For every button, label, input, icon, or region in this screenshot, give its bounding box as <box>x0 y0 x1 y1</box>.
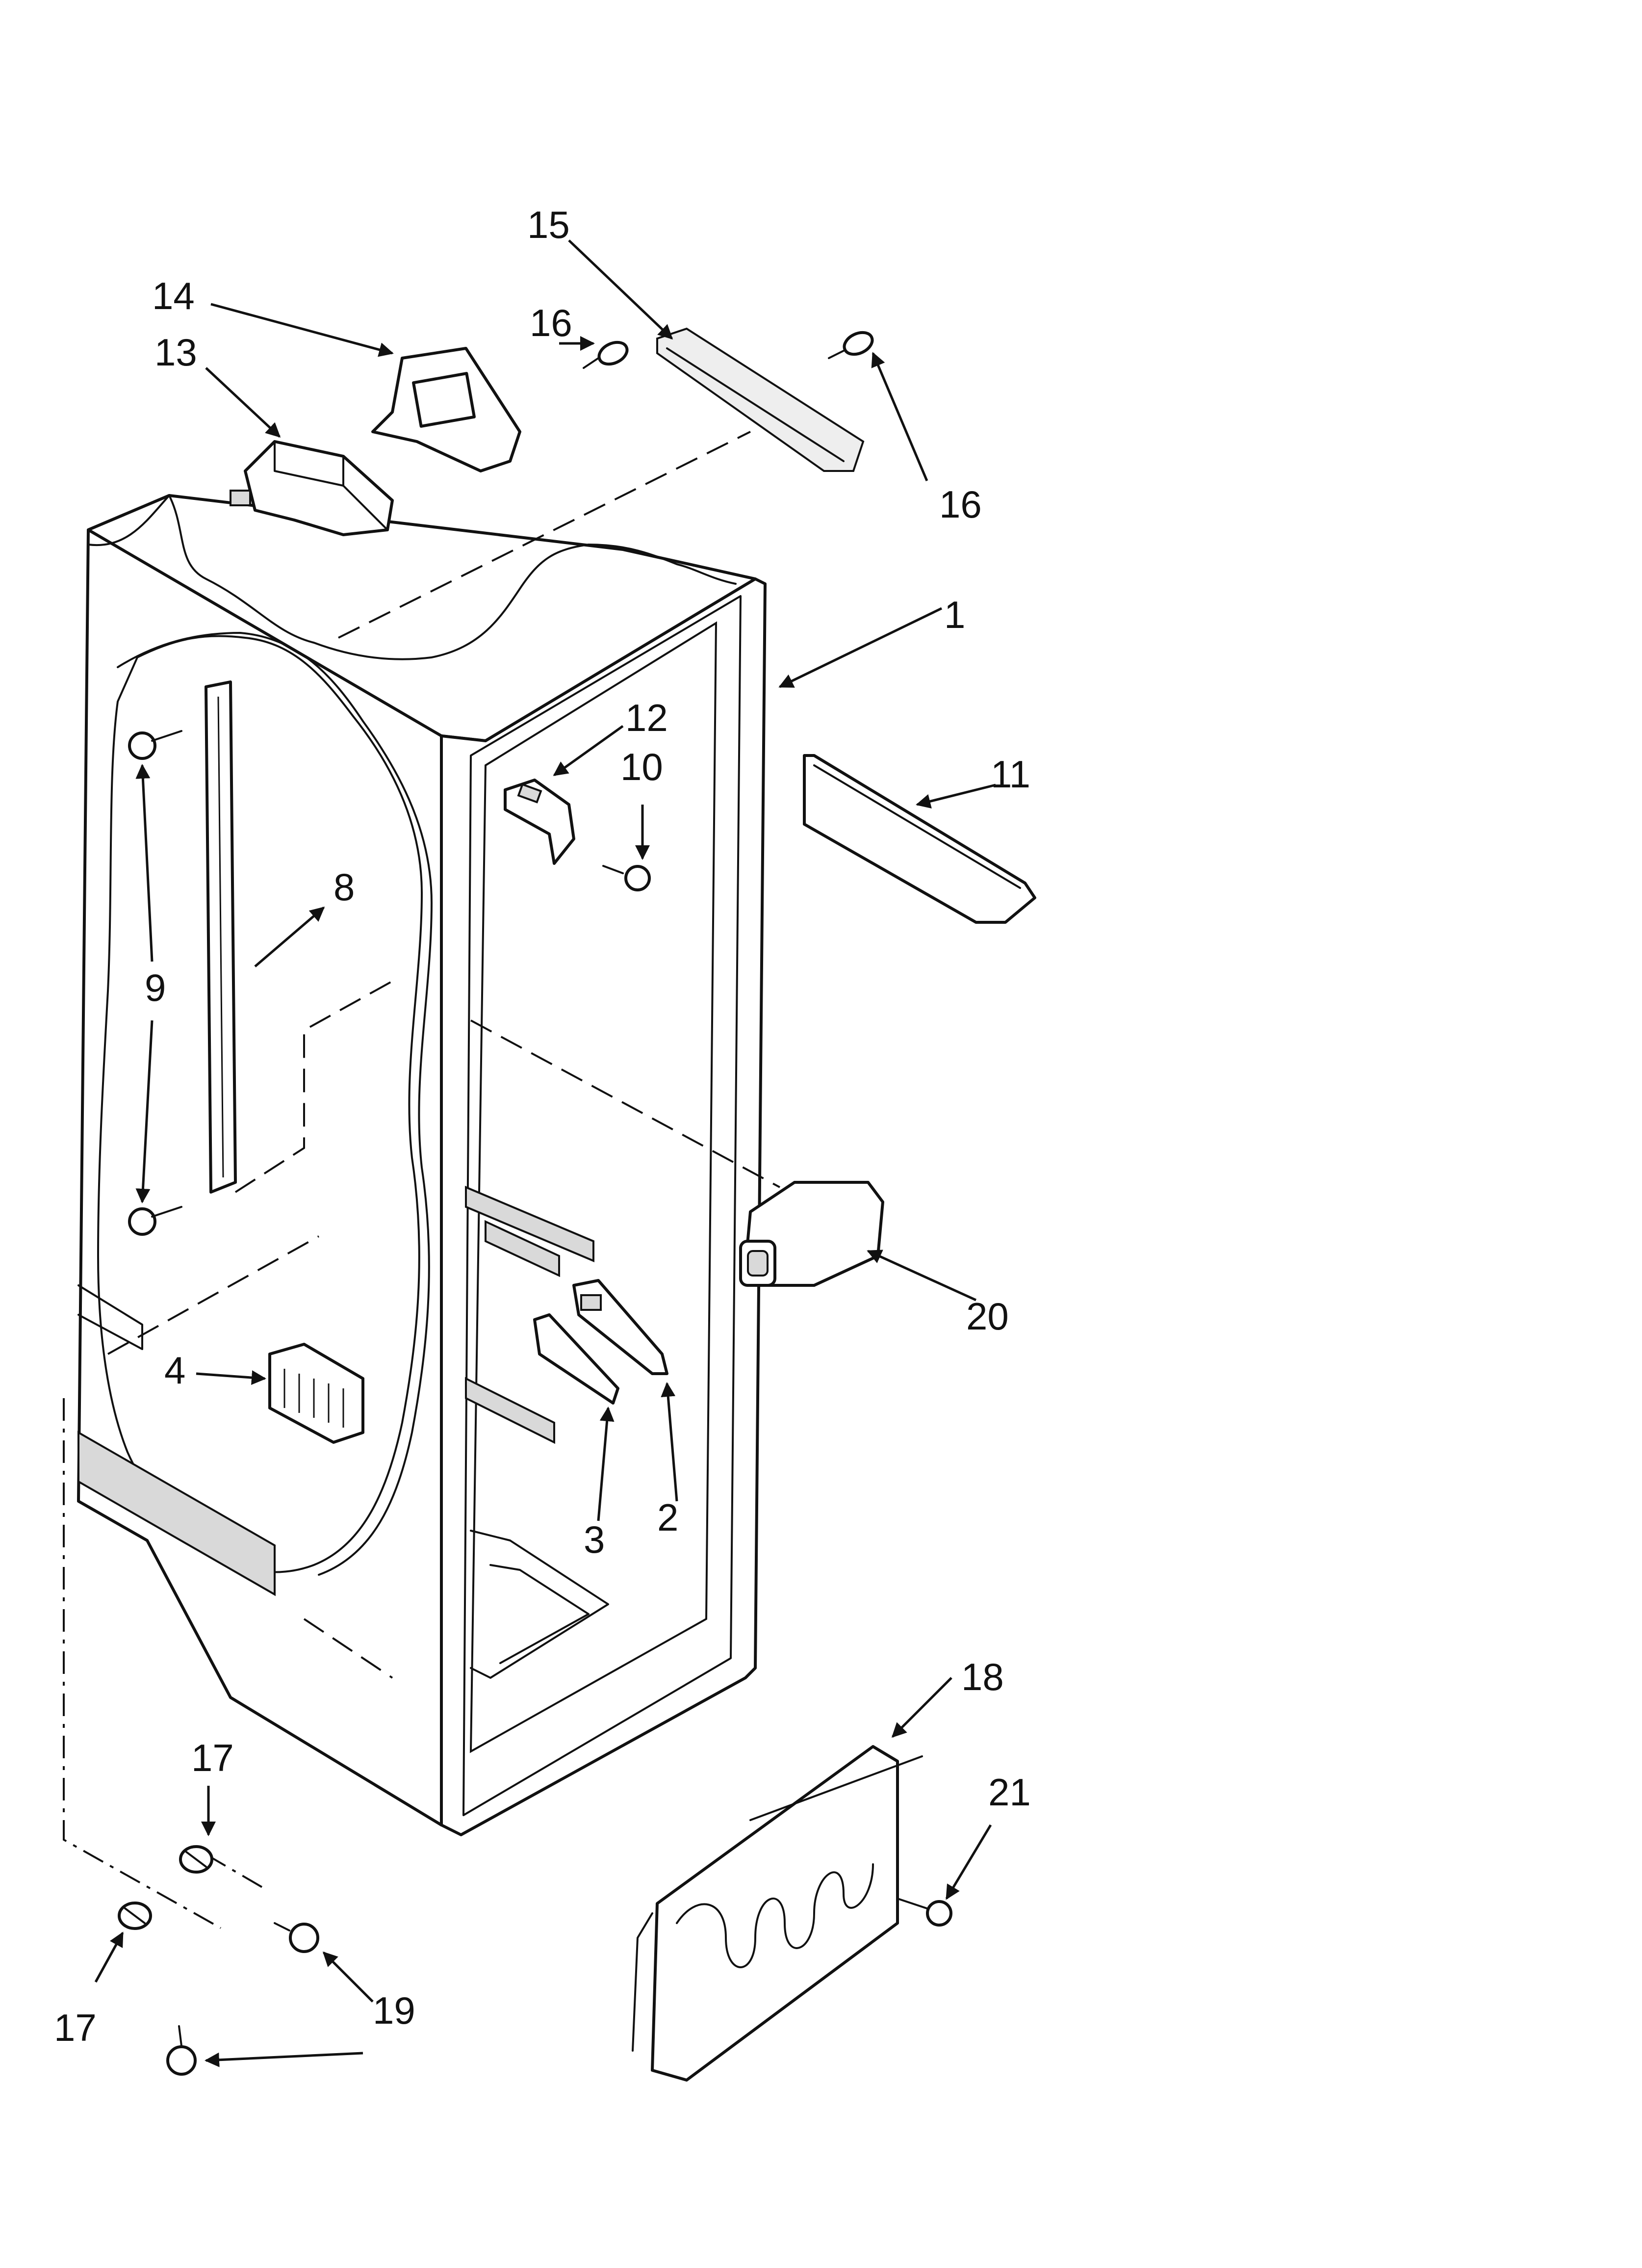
liner-back-wall <box>469 621 718 1753</box>
part-9-screw-lower <box>128 1206 182 1236</box>
part-15-trim-strip <box>656 327 865 472</box>
assembly-line-8 <box>234 980 393 1193</box>
callout-8: 8 <box>334 865 355 909</box>
part-16-screw-left <box>583 340 629 369</box>
callouts: 1 2 3 4 8 9 10 11 12 13 14 15 16 16 17 1… <box>54 203 1031 2049</box>
part-8-shelf-rail <box>205 680 237 1194</box>
part-17-cap-upper <box>179 1845 213 1874</box>
part-3-bracket <box>533 1313 619 1405</box>
callout-15: 15 <box>527 203 570 246</box>
callout-11: 11 <box>991 753 1030 796</box>
shelf-rail-upper <box>465 1185 594 1263</box>
part-2-bracket <box>572 1279 668 1375</box>
callout-1: 1 <box>944 593 965 636</box>
liner-bottom-lip <box>77 1431 276 1596</box>
callout-3: 3 <box>584 1518 605 1561</box>
callout-2: 2 <box>657 1496 678 1539</box>
callout-12: 12 <box>625 696 668 739</box>
part-17-cap-lower <box>118 1902 152 1930</box>
liner-front-frame-inner <box>462 595 742 1816</box>
callout-18: 18 <box>961 1655 1004 1698</box>
part-21-screw <box>897 1898 952 1927</box>
liner-lower-ridge <box>77 1284 143 1350</box>
shelf-rail-lower <box>465 1377 555 1444</box>
callout-17-lower: 17 <box>54 2006 97 2049</box>
assembly-line-17 <box>63 1398 221 1929</box>
part-20-damper-housing <box>739 1181 884 1287</box>
assembly-line-bottom <box>303 1618 393 1679</box>
callout-14: 14 <box>152 274 195 317</box>
part-10-screw <box>602 865 651 891</box>
liner-top-foam-edge <box>87 495 737 660</box>
liner-bottom-well <box>470 1530 609 1679</box>
part-12-bracket <box>504 779 575 865</box>
refrigerator-liner <box>77 494 767 1836</box>
callout-17-upper: 17 <box>191 1736 234 1779</box>
leader-lines <box>94 239 996 2067</box>
callout-16-top: 16 <box>530 301 572 344</box>
callout-21: 21 <box>988 1771 1031 1814</box>
liner-bottom-well-inner <box>489 1564 590 1664</box>
callout-4: 4 <box>164 1349 185 1392</box>
shelf-rail-upper-b <box>485 1220 560 1277</box>
assembly-line-4 <box>107 1235 319 1355</box>
callout-9: 9 <box>145 966 166 1009</box>
liner-left-foam-loop <box>97 635 423 1573</box>
callout-19: 19 <box>373 1989 415 2032</box>
part-13-control-housing <box>230 440 394 536</box>
part-19-plug-upper <box>274 1922 319 1953</box>
assembly-line-15 <box>338 431 751 639</box>
liner-left-foam-loop-outer <box>117 632 433 1576</box>
assembly-line-20 <box>470 1019 780 1188</box>
callout-10: 10 <box>620 745 663 788</box>
assembly-line-19 <box>205 1853 266 1890</box>
part-14-bracket <box>371 347 521 472</box>
callout-20: 20 <box>966 1295 1009 1338</box>
part-9-screw-upper <box>128 730 182 760</box>
callout-16-right: 16 <box>939 483 982 526</box>
callout-13: 13 <box>154 331 197 374</box>
part-16-screw-right <box>828 331 874 359</box>
part-4-vent-grille <box>268 1343 364 1444</box>
part-18-evaporator <box>632 1745 923 2082</box>
part-19-plug-lower <box>166 2025 197 2076</box>
part-11-crisper-cover <box>803 754 1036 924</box>
